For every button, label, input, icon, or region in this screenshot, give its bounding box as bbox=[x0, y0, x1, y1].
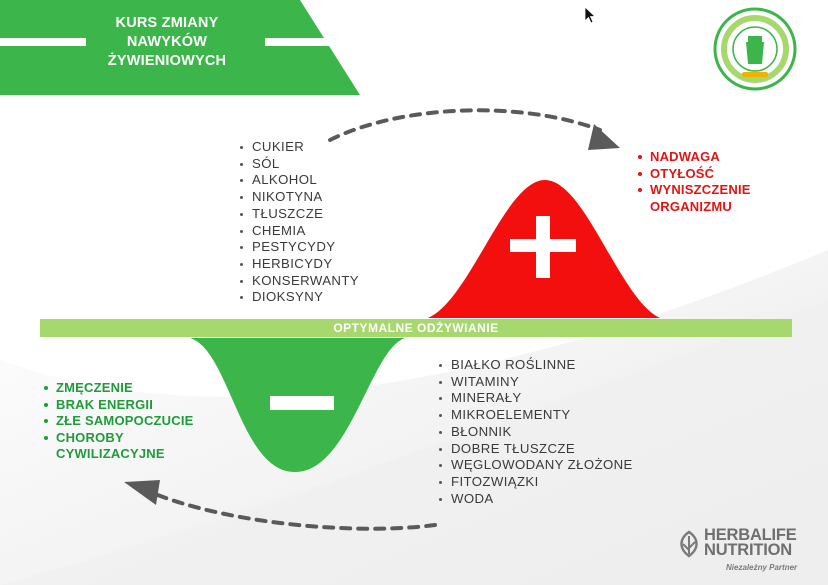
plus-vertical bbox=[536, 216, 550, 278]
header-stripe-right bbox=[265, 38, 360, 46]
list-item: KONSERWANTY bbox=[238, 273, 359, 290]
list-item: CUKIER bbox=[238, 139, 359, 156]
arrow-to-excess-head bbox=[588, 124, 620, 150]
list-item: BIAŁKO ROŚLINNE bbox=[437, 357, 633, 374]
herbalife-leaf-icon bbox=[680, 530, 698, 558]
list-item: CYWILIZACYJNE bbox=[56, 446, 165, 461]
arrow-to-excess bbox=[328, 108, 602, 142]
list-item: DIOKSYNY bbox=[238, 289, 359, 306]
list-item: WITAMINY bbox=[437, 374, 633, 391]
list-item: BŁONNIK bbox=[437, 424, 633, 441]
list-item: ALKOHOL bbox=[238, 172, 359, 189]
list-item: MIKROELEMENTY bbox=[437, 407, 633, 424]
brand-line: NUTRITION bbox=[704, 541, 793, 559]
list-item: HERBICYDY bbox=[238, 256, 359, 273]
header-stripe-left bbox=[0, 38, 86, 46]
optimal-nutrition-label: OPTYMALNE ODŻYWIANIE bbox=[333, 321, 499, 335]
minus-sign bbox=[270, 396, 334, 410]
list-item: OTYŁOŚĆ bbox=[636, 166, 751, 183]
optimal-banner bbox=[40, 319, 792, 337]
nutrients-list: BIAŁKO ROŚLINNE WITAMINY MINERAŁY MIKROE… bbox=[437, 357, 633, 507]
arrow-to-deficiency-head bbox=[124, 480, 160, 505]
list-item: WYNISZCZENIE bbox=[636, 182, 751, 199]
list-item: PESTYCYDY bbox=[238, 239, 359, 256]
course-title: KURS ZMIANY NAWYKÓW ŻYWIENIOWYCH bbox=[82, 14, 252, 76]
partner-label: Niezależny Partner bbox=[726, 563, 798, 572]
list-item: CHOROBY bbox=[42, 430, 194, 447]
list-item: NIKOTYNA bbox=[238, 189, 359, 206]
list-item: FITOZWIĄZKI bbox=[437, 474, 633, 491]
deficiency-effects-list: ZMĘCZENIE BRAK ENERGII ZŁE SAMOPOCZUCIE … bbox=[42, 380, 194, 463]
list-item: TŁUSZCZE bbox=[238, 206, 359, 223]
list-item: ZŁE SAMOPOCZUCIE bbox=[42, 413, 194, 430]
list-item: NADWAGA bbox=[636, 149, 751, 166]
list-item: DOBRE TŁUSZCZE bbox=[437, 441, 633, 458]
list-item: SÓL bbox=[238, 156, 359, 173]
excess-effects-list: NADWAGA OTYŁOŚĆ WYNISZCZENIE ORGANIZMU bbox=[636, 149, 751, 215]
course-badge-icon bbox=[713, 7, 797, 91]
excess-causes-list: CUKIER SÓL ALKOHOL NIKOTYNA TŁUSZCZE CHE… bbox=[238, 139, 359, 306]
list-item: ZMĘCZENIE bbox=[42, 380, 194, 397]
brand-logo: HERBALIFE NUTRITION bbox=[704, 526, 797, 559]
title-line: ŻYWIENIOWYCH bbox=[107, 53, 227, 69]
list-item: MINERAŁY bbox=[437, 390, 633, 407]
brand-line: HERBALIFE bbox=[704, 526, 797, 544]
list-item: CHEMIA bbox=[238, 223, 359, 240]
background-swoosh-light bbox=[0, 300, 828, 585]
mouse-cursor-icon bbox=[584, 6, 596, 24]
list-item: WĘGLOWODANY ZŁOŻONE bbox=[437, 457, 633, 474]
list-item: BRAK ENERGII bbox=[42, 397, 194, 414]
arrow-to-deficiency bbox=[148, 490, 437, 531]
list-item: WODA bbox=[437, 491, 633, 508]
title-line: NAWYKÓW bbox=[126, 34, 208, 50]
title-line: KURS ZMIANY bbox=[115, 15, 219, 31]
header-band bbox=[0, 0, 360, 95]
list-item: ORGANIZMU bbox=[650, 198, 732, 214]
